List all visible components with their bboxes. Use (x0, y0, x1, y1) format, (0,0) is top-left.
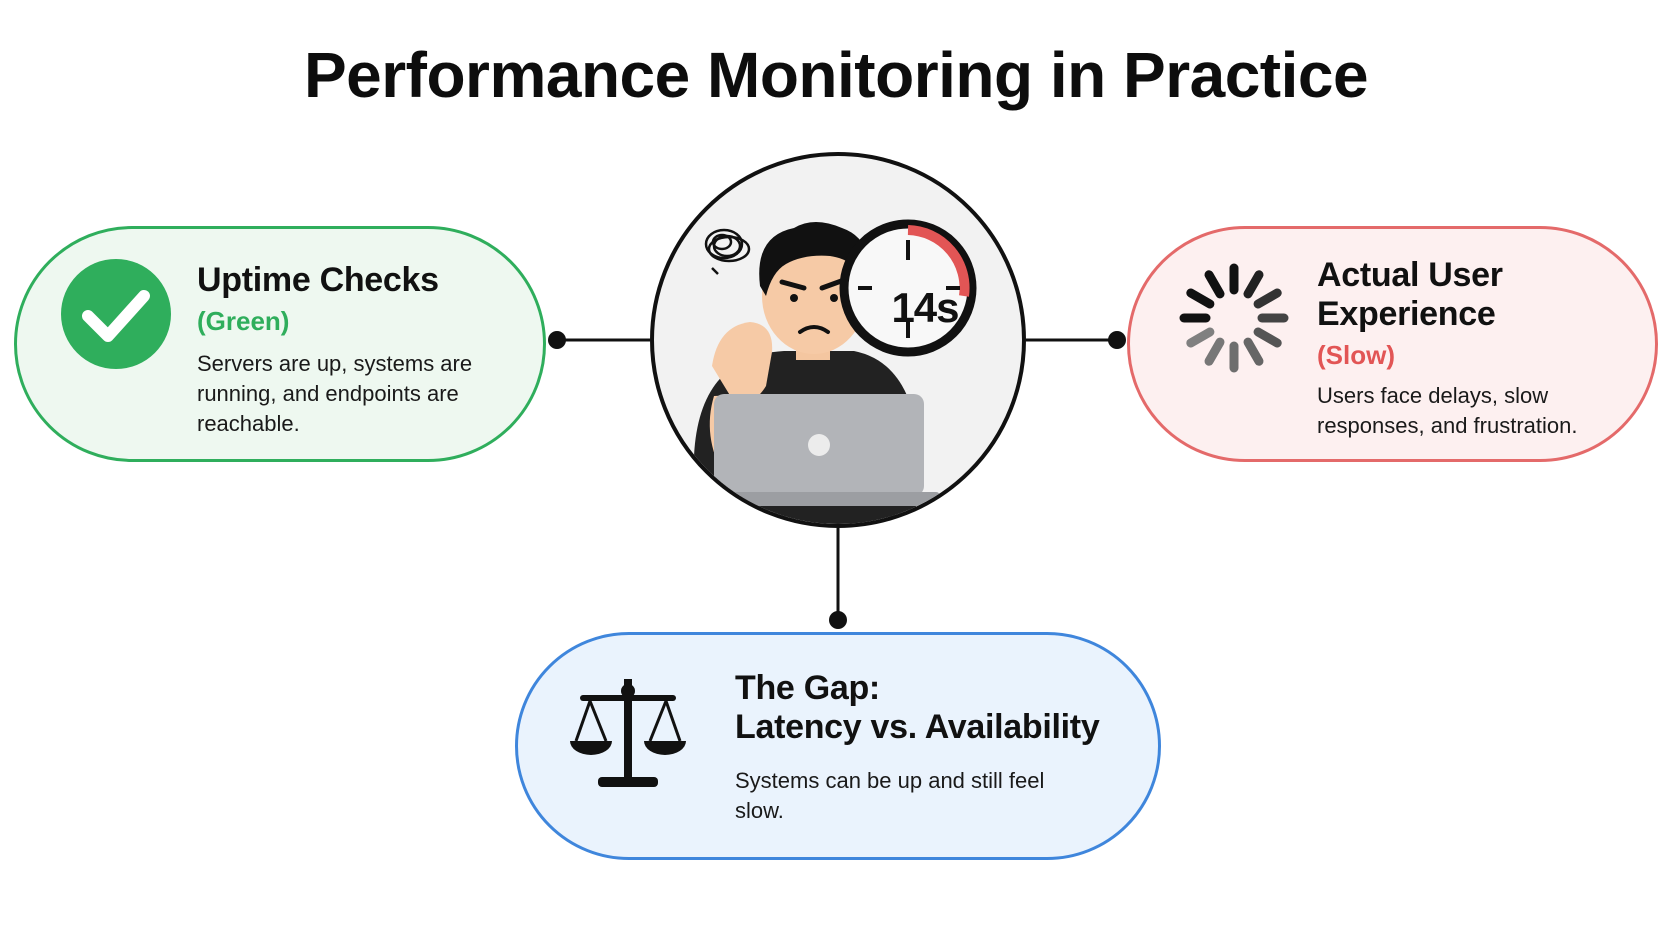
stopwatch-icon (839, 219, 977, 357)
uptime-status: (Green) (197, 306, 290, 336)
timer-label: 14s (891, 284, 959, 331)
the-gap-card: The Gap: Latency vs. Availability System… (515, 632, 1161, 860)
person-hair (759, 222, 869, 296)
connector-left-dot (548, 331, 566, 349)
user-experience-title: Actual User Experience (1317, 256, 1503, 333)
balance-scale-icon (568, 675, 688, 800)
user-experience-description: Users face delays, slow responses, and f… (1317, 383, 1578, 438)
person-head (762, 238, 866, 354)
the-gap-description: Systems can be up and still feel slow. (735, 768, 1045, 823)
scribble-icon (704, 228, 751, 275)
loading-spinner-icon (1174, 259, 1294, 384)
the-gap-title-line1: The Gap: (735, 669, 880, 707)
page-title: Performance Monitoring in Practice (303, 39, 1369, 111)
uptime-description: Servers are up, systems are running, and… (197, 351, 473, 436)
laptop-icon (700, 394, 940, 506)
uptime-checks-card: Uptime Checks (Green) Servers are up, sy… (14, 226, 546, 462)
user-experience-card: Actual User Experience (Slow) Users face… (1127, 226, 1658, 462)
user-experience-status: (Slow) (1317, 340, 1395, 370)
frustrated-user-illustration (650, 152, 1026, 528)
the-gap-title: The Gap: Latency vs. Availability (735, 669, 1155, 747)
connector-right-dot (1108, 331, 1126, 349)
check-circle-icon (60, 258, 172, 375)
connector-bottom-dot (829, 611, 847, 629)
uptime-checks-title: Uptime Checks (197, 261, 439, 299)
person-hand (712, 322, 773, 403)
the-gap-title-line2: Latency vs. Availability (735, 708, 1100, 746)
